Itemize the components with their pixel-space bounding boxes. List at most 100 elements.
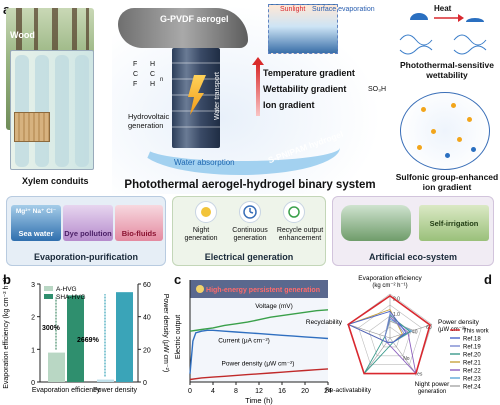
chart-c-electric-output: High-energy persistent generationElectri…: [175, 280, 332, 405]
x-tick-label: 16: [278, 388, 286, 395]
series-label-0: Voltage (mV): [255, 303, 293, 310]
series-line-2: [189, 368, 329, 381]
annotation-300: 300%: [42, 325, 61, 332]
x-label: Time (h): [245, 396, 273, 405]
tick-label-left: 2: [31, 315, 35, 322]
legend-label-ahvg: A-HVG: [56, 286, 77, 293]
legend-swatch-ahvg: [44, 286, 53, 291]
radar-series-1: [346, 310, 407, 343]
water-transport-label: Water transport: [214, 72, 221, 120]
aerogel-label: G-PVDF aerogel: [160, 14, 229, 24]
tick-label-right: 20: [143, 347, 151, 354]
y-label: Electric output: [175, 315, 182, 359]
tick-label-right: 0: [143, 380, 147, 387]
radar-series-0: [347, 294, 431, 375]
category-label-power: Power density: [93, 387, 137, 394]
radar-axis-label-0: Evaporation efficiency: [358, 275, 422, 282]
panel-letter-c: c: [174, 272, 182, 287]
moon-icon: [195, 201, 217, 223]
app-artificial-eco-system: Self-irrigation Artificial eco-system: [332, 196, 494, 266]
tile-bio-fluids: Bio-fluids: [115, 205, 163, 241]
app-evaporation-purification: Mg²⁺ Na⁺ Cl⁻ Sea water Dye pollution Bio…: [6, 196, 166, 266]
y-label-left: Evaporation efficiency (kg cm⁻² h⁻¹): [3, 277, 10, 389]
legend-label-4: Ref.21: [463, 361, 481, 367]
bar-ahvg-power: [97, 379, 114, 382]
radar-axis-unit-0: (kg cm⁻² h⁻¹): [372, 283, 407, 289]
legend-label-1: Ref.18: [463, 337, 481, 343]
surface-evaporation-label: Surface evaporation: [312, 6, 375, 13]
wood-block: [14, 112, 50, 142]
radar-tick-label: No: [403, 356, 410, 362]
tile-sea-water: Mg²⁺ Na⁺ Cl⁻ Sea water: [11, 205, 61, 241]
legend-label-3: Ref.20: [463, 353, 481, 359]
continuous-generation-label: Continuous generation: [232, 227, 268, 242]
aerogel-texture: [118, 8, 248, 48]
xylem-conduits-illustration: [10, 50, 94, 170]
tick-label-left: 0: [31, 380, 35, 387]
clock-icon: [239, 201, 261, 223]
ion-gradient-circle: [400, 92, 490, 170]
tick-label-right: 60: [143, 282, 151, 289]
app-title-evaporation: Evaporation-purification: [33, 252, 138, 262]
sunlight-label: Sunlight: [280, 6, 306, 13]
panel-a: a Wood Xylem conduits G-PVDF aerogel F H…: [3, 2, 499, 266]
night-sky-band: [190, 280, 328, 298]
legend-label-5: Ref.22: [463, 369, 481, 375]
radar-spoke: [363, 337, 391, 374]
y-label-right: Power density (μW cm⁻²): [162, 294, 169, 373]
legend-label-2: Ref.19: [463, 345, 481, 351]
wettability-gradient-label: Wettability gradient: [263, 84, 347, 94]
app-title-electrical: Electrical generation: [204, 252, 294, 262]
x-tick-label: 0: [188, 388, 192, 395]
radar-axis-unit-2: generation: [418, 389, 446, 395]
x-tick-label: 8: [234, 388, 238, 395]
night-generation-label: Night generation: [184, 227, 218, 242]
x-tick-label: 20: [301, 388, 309, 395]
radar-grid-0: [379, 326, 401, 348]
xylem-label: Xylem conduits: [22, 176, 89, 186]
radar-tick-label: 40: [412, 330, 418, 336]
legend-label-6: Ref.23: [463, 377, 481, 383]
recycle-output-label: Recycle output enhancement: [276, 227, 324, 242]
x-tick-label: 12: [255, 388, 263, 395]
radar-axis-label-1: Power density: [438, 319, 480, 326]
so3h-label: SO₃H: [368, 86, 387, 93]
radar-spoke: [389, 337, 417, 374]
app-electrical-generation: Night generation Continuous generation R…: [172, 196, 326, 266]
annotation-2669: 2669%: [77, 337, 100, 344]
panel-letter-b: b: [3, 272, 11, 287]
series-label-1: Current (μA cm⁻²): [218, 338, 270, 345]
radar-tick-label: 2.0: [393, 297, 400, 303]
recycle-icon: [283, 201, 305, 223]
tick-label-right: 40: [143, 315, 151, 322]
gradient-arrow-icon: [252, 57, 264, 116]
category-label-evaporation: Evaporation efficiency: [32, 387, 101, 394]
series-line-1: [189, 329, 329, 374]
main-title: Photothermal aerogel-hydrogel binary sys…: [124, 179, 376, 191]
app-title-eco: Artificial eco-system: [368, 252, 458, 262]
series-line-0: [189, 309, 329, 332]
radar-axis-label-4: Recyclability: [306, 319, 343, 326]
surface-zoom-box: [268, 4, 338, 54]
radar-axis-label-3: Re-activatability: [325, 387, 372, 394]
legend-label-shahvg: SHA-HVG: [56, 294, 86, 301]
tile-eco-city: [341, 205, 411, 241]
x-tick-label: 24: [324, 388, 332, 395]
water-absorption-label: Water absorption: [174, 158, 235, 167]
radar-spoke: [348, 324, 391, 339]
bar-shahvg-power: [116, 292, 133, 382]
legend-label-7: Ref.24: [463, 385, 481, 391]
tick-label-left: 3: [31, 282, 35, 289]
radar-axis-label-2: Night power: [415, 381, 451, 388]
tile-dye-pollution: Dye pollution: [63, 205, 113, 241]
chart-c-title: High-energy persistent generation: [206, 287, 320, 294]
wood-label: Wood: [10, 30, 35, 40]
temperature-gradient-label: Temperature gradient: [263, 68, 355, 78]
radar-tick-label: Yes: [414, 371, 423, 377]
x-tick-label: 4: [211, 388, 215, 395]
tile-self-irrigation: Self-irrigation: [419, 205, 489, 241]
